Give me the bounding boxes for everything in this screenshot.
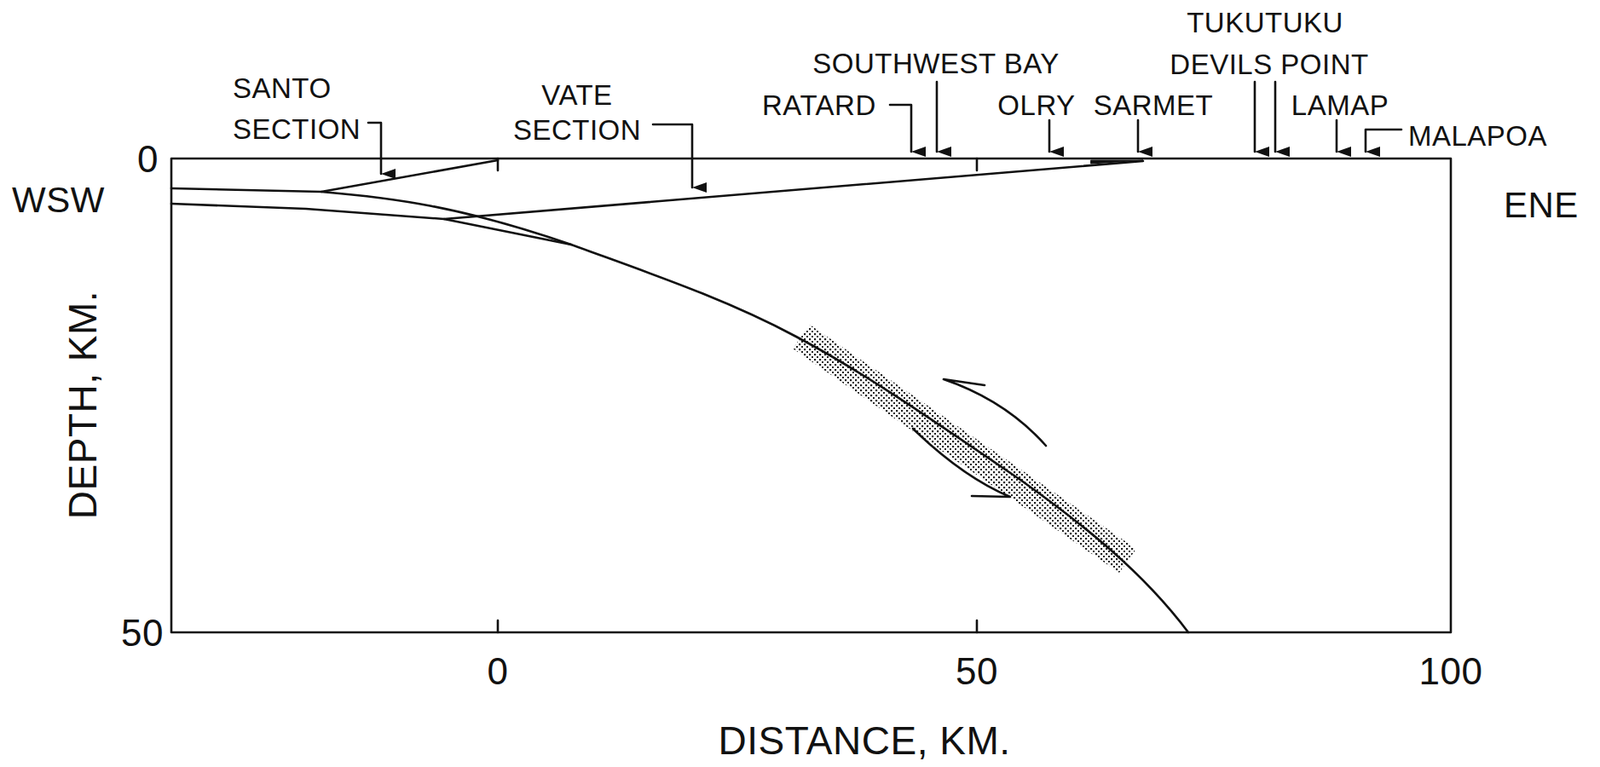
wedge-tip bbox=[1091, 160, 1144, 164]
axis-number: 100 bbox=[1419, 652, 1484, 691]
santo-thrust bbox=[171, 160, 498, 192]
pointer-arrow bbox=[889, 104, 912, 152]
axis-number: 50 bbox=[955, 652, 999, 691]
place-name: MALAPOA bbox=[1408, 121, 1548, 151]
axis-number: 0 bbox=[487, 652, 509, 691]
pointer-arrow bbox=[1274, 81, 1277, 152]
lower-boundary bbox=[171, 203, 572, 245]
pointer-arrow bbox=[1253, 81, 1257, 152]
axis-number: 50 bbox=[121, 614, 164, 653]
direction-label: WSW bbox=[11, 182, 105, 219]
pointer-arrow bbox=[368, 122, 382, 174]
place-name: SOUTHWEST BAY bbox=[812, 49, 1059, 78]
direction-label: ENE bbox=[1503, 187, 1579, 224]
axis-number: 0 bbox=[137, 140, 159, 179]
pointer-arrow bbox=[1365, 129, 1402, 152]
vate-thrust bbox=[444, 161, 1144, 220]
slip-arrow bbox=[943, 379, 1046, 446]
place-name: DEVILS POINT bbox=[1169, 50, 1369, 79]
place-name: LAMAP bbox=[1291, 91, 1389, 120]
place-name: SARMET bbox=[1093, 91, 1214, 120]
pointer-arrow bbox=[1335, 120, 1339, 152]
pointer-arrow bbox=[1048, 120, 1052, 152]
plot-frame bbox=[171, 158, 1451, 633]
pointer-arrow bbox=[1137, 120, 1140, 152]
section-label: VATE SECTION bbox=[513, 77, 642, 148]
section-label: SANTO SECTION bbox=[232, 68, 361, 151]
pointer-arrow bbox=[935, 81, 939, 152]
slab-interface bbox=[321, 191, 1189, 633]
place-name: TUKUTUKU bbox=[1186, 8, 1344, 37]
pointer-arrow bbox=[652, 124, 693, 188]
seismic-zone bbox=[792, 324, 1137, 573]
slip-arrow bbox=[912, 428, 1011, 497]
place-name: OLRY bbox=[997, 91, 1075, 120]
place-name: RATARD bbox=[762, 91, 877, 120]
axis-title: DISTANCE, KM. bbox=[717, 721, 1011, 761]
axis-title: DEPTH, KM. bbox=[63, 290, 103, 520]
